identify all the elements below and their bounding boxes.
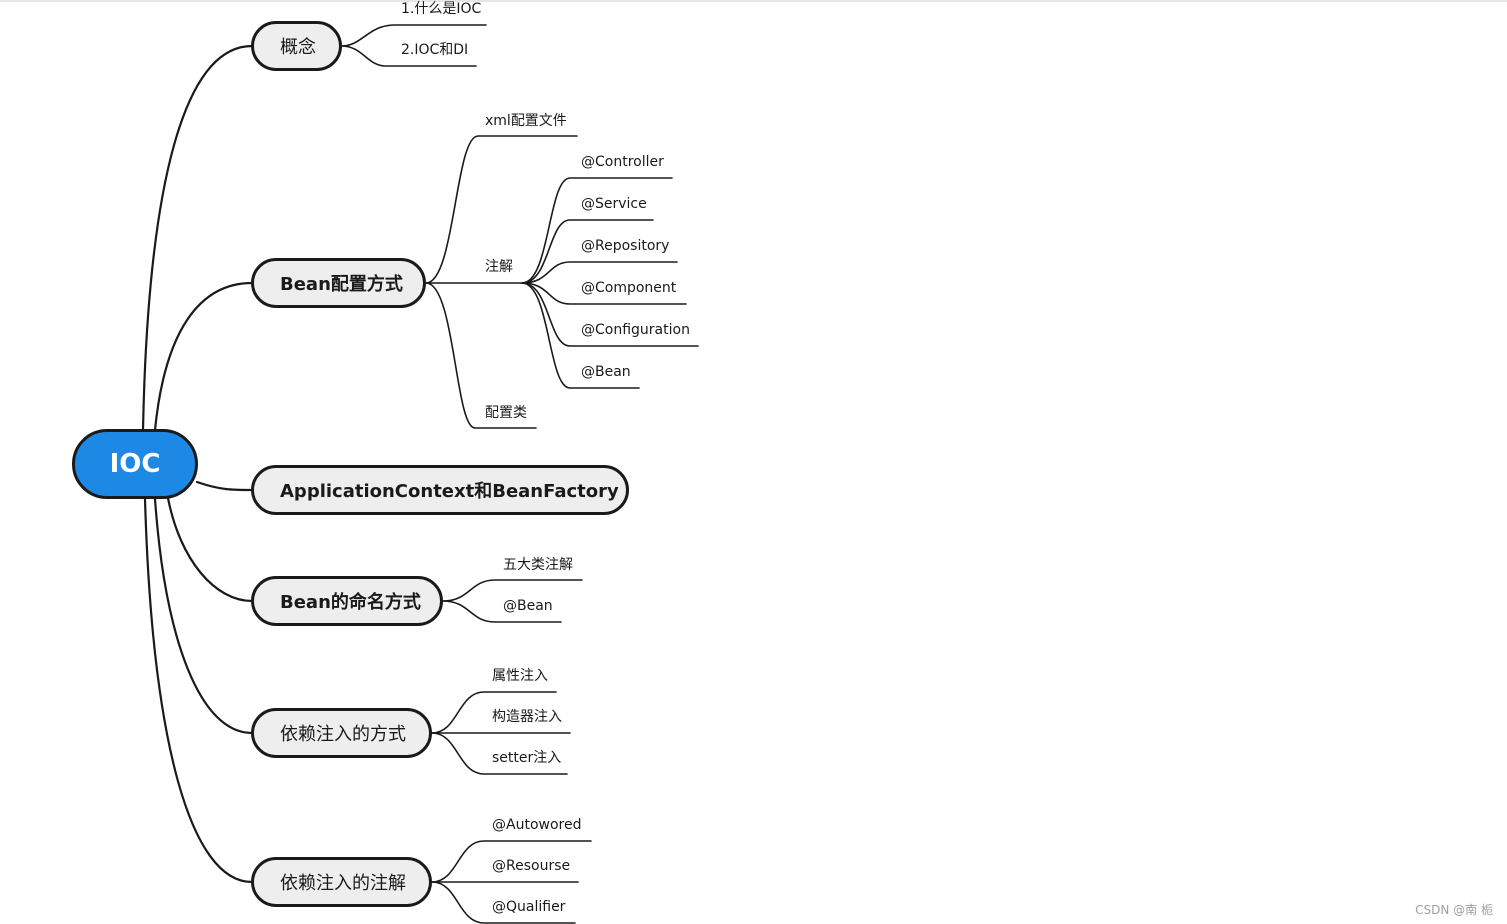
leaf-resource[interactable]: @Resourse [492, 858, 571, 874]
watermark: CSDN @南 栀 [1415, 903, 1493, 917]
edge-root-concept [141, 44, 254, 432]
leaf-annotation[interactable]: 注解 [485, 259, 513, 275]
leaf-field-injection[interactable]: 属性注入 [492, 668, 548, 684]
leaf-controller[interactable]: @Controller [581, 154, 664, 170]
leaf-config-class[interactable]: 配置类 [485, 405, 527, 421]
leaf-bean-annotation[interactable]: @Bean [581, 364, 631, 380]
root-node[interactable]: IOC [72, 429, 198, 499]
leaf-repository[interactable]: @Repository [581, 238, 670, 254]
leaf-constructor-injection[interactable]: 构造器注入 [492, 709, 562, 725]
branch-di-annotations[interactable]: 依赖注入的注解 [251, 857, 432, 907]
leaf-five-annotations[interactable]: 五大类注解 [503, 557, 573, 573]
edge-root-di-ways [153, 497, 254, 735]
edge-root-di-annotations [143, 497, 254, 884]
leaf-ioc-and-di[interactable]: 2.IOC和DI [401, 42, 469, 58]
leaf-component[interactable]: @Component [581, 280, 677, 296]
branch-bean-config[interactable]: Bean配置方式 [251, 258, 426, 308]
leaf-service[interactable]: @Service [581, 196, 647, 212]
branch-concept[interactable]: 概念 [251, 21, 342, 71]
branch-context[interactable]: ApplicationContext和BeanFactory [251, 465, 629, 515]
edge-root-context [195, 480, 254, 492]
leaf-what-is-ioc[interactable]: 1.什么是IOC [401, 1, 482, 17]
leaf-configuration[interactable]: @Configuration [581, 322, 690, 338]
edge-root-naming [166, 496, 254, 603]
top-border [0, 0, 1507, 2]
leaf-setter-injection[interactable]: setter注入 [492, 750, 562, 766]
leaf-qualifier[interactable]: @Qualifier [492, 899, 566, 915]
branch-naming[interactable]: Bean的命名方式 [251, 576, 443, 626]
branch-di-ways[interactable]: 依赖注入的方式 [251, 708, 432, 758]
leaf-xml-config[interactable]: xml配置文件 [485, 113, 567, 129]
leaf-naming-bean[interactable]: @Bean [503, 598, 553, 614]
leaf-autowired[interactable]: @Autowored [492, 817, 582, 833]
edge-root-bean-config [153, 281, 254, 432]
